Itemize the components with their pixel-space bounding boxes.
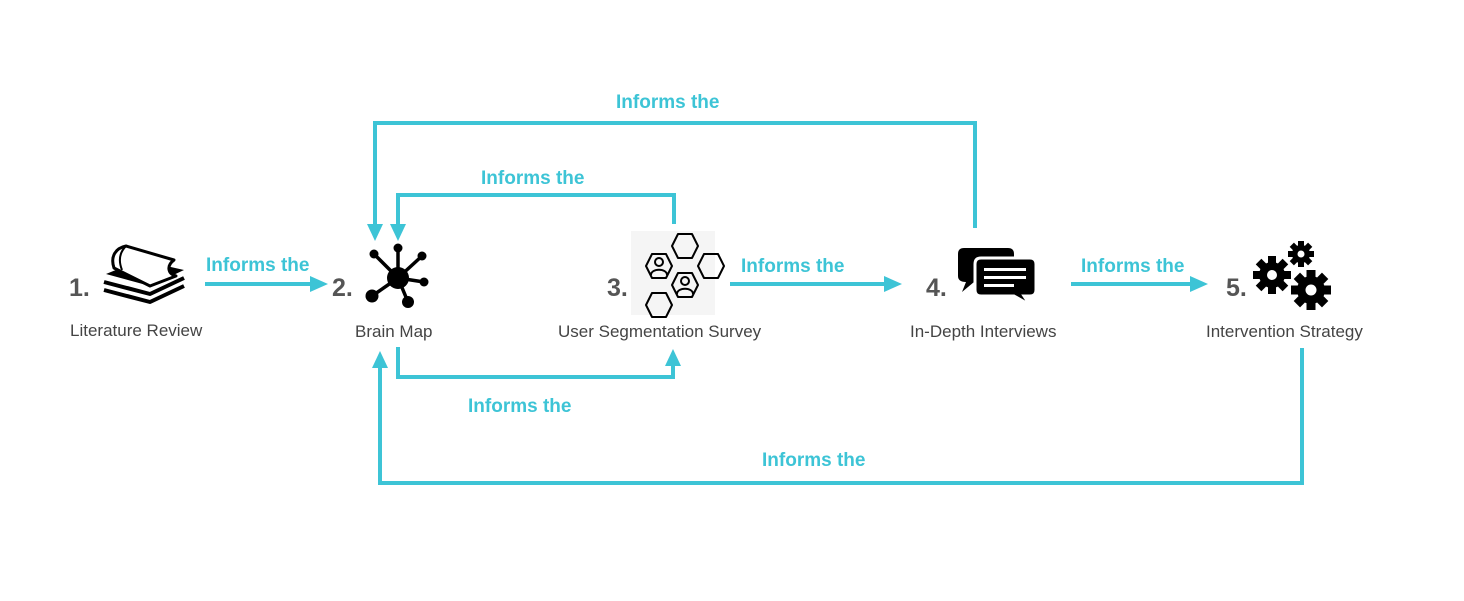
step-1: 1. Literature Review [69, 244, 203, 340]
flow-2-to-3 [396, 347, 681, 379]
chat-bubbles-icon [958, 248, 1038, 307]
step-1-name: Literature Review [70, 321, 203, 340]
step-5-name: Intervention Strategy [1206, 322, 1363, 341]
step-2-number: 2. [332, 274, 353, 302]
flow-3-to-2 [390, 193, 676, 241]
gears-icon [1253, 241, 1331, 310]
stacked-papers-icon [103, 244, 185, 304]
step-5-number: 5. [1226, 274, 1247, 302]
step-1-number: 1. [69, 274, 90, 302]
network-node-icon [365, 243, 429, 308]
step-5: 5. [1206, 241, 1363, 341]
flow-label-2-to-3: Informs the [468, 396, 571, 417]
flow-label-3-to-2: Informs the [481, 168, 584, 189]
step-3-name: User Segmentation Survey [558, 322, 762, 341]
flow-label-4-to-5: Informs the [1081, 256, 1184, 277]
step-3: 3. User Segmentation Survey [558, 231, 762, 341]
flow-label-3-to-4: Informs the [741, 256, 844, 277]
step-2-name: Brain Map [355, 322, 432, 341]
flow-label-4-to-2: Informs the [616, 92, 719, 113]
flow-3-to-4 [730, 276, 902, 292]
flow-5-to-2 [372, 348, 1304, 485]
step-4-name: In-Depth Interviews [910, 322, 1056, 341]
step-4-number: 4. [926, 274, 947, 302]
flow-1-to-2 [205, 276, 328, 292]
flow-label-5-to-2: Informs the [762, 450, 865, 471]
flow-4-to-2 [367, 121, 977, 241]
flow-4-to-5 [1071, 276, 1208, 292]
flow-label-1-to-2: Informs the [206, 255, 309, 276]
step-3-number: 3. [607, 274, 628, 302]
step-4: 4. In-Depth Interviews [910, 248, 1056, 341]
hexagon-users-icon [631, 231, 725, 318]
step-2: 2. Brain Map [332, 243, 432, 341]
